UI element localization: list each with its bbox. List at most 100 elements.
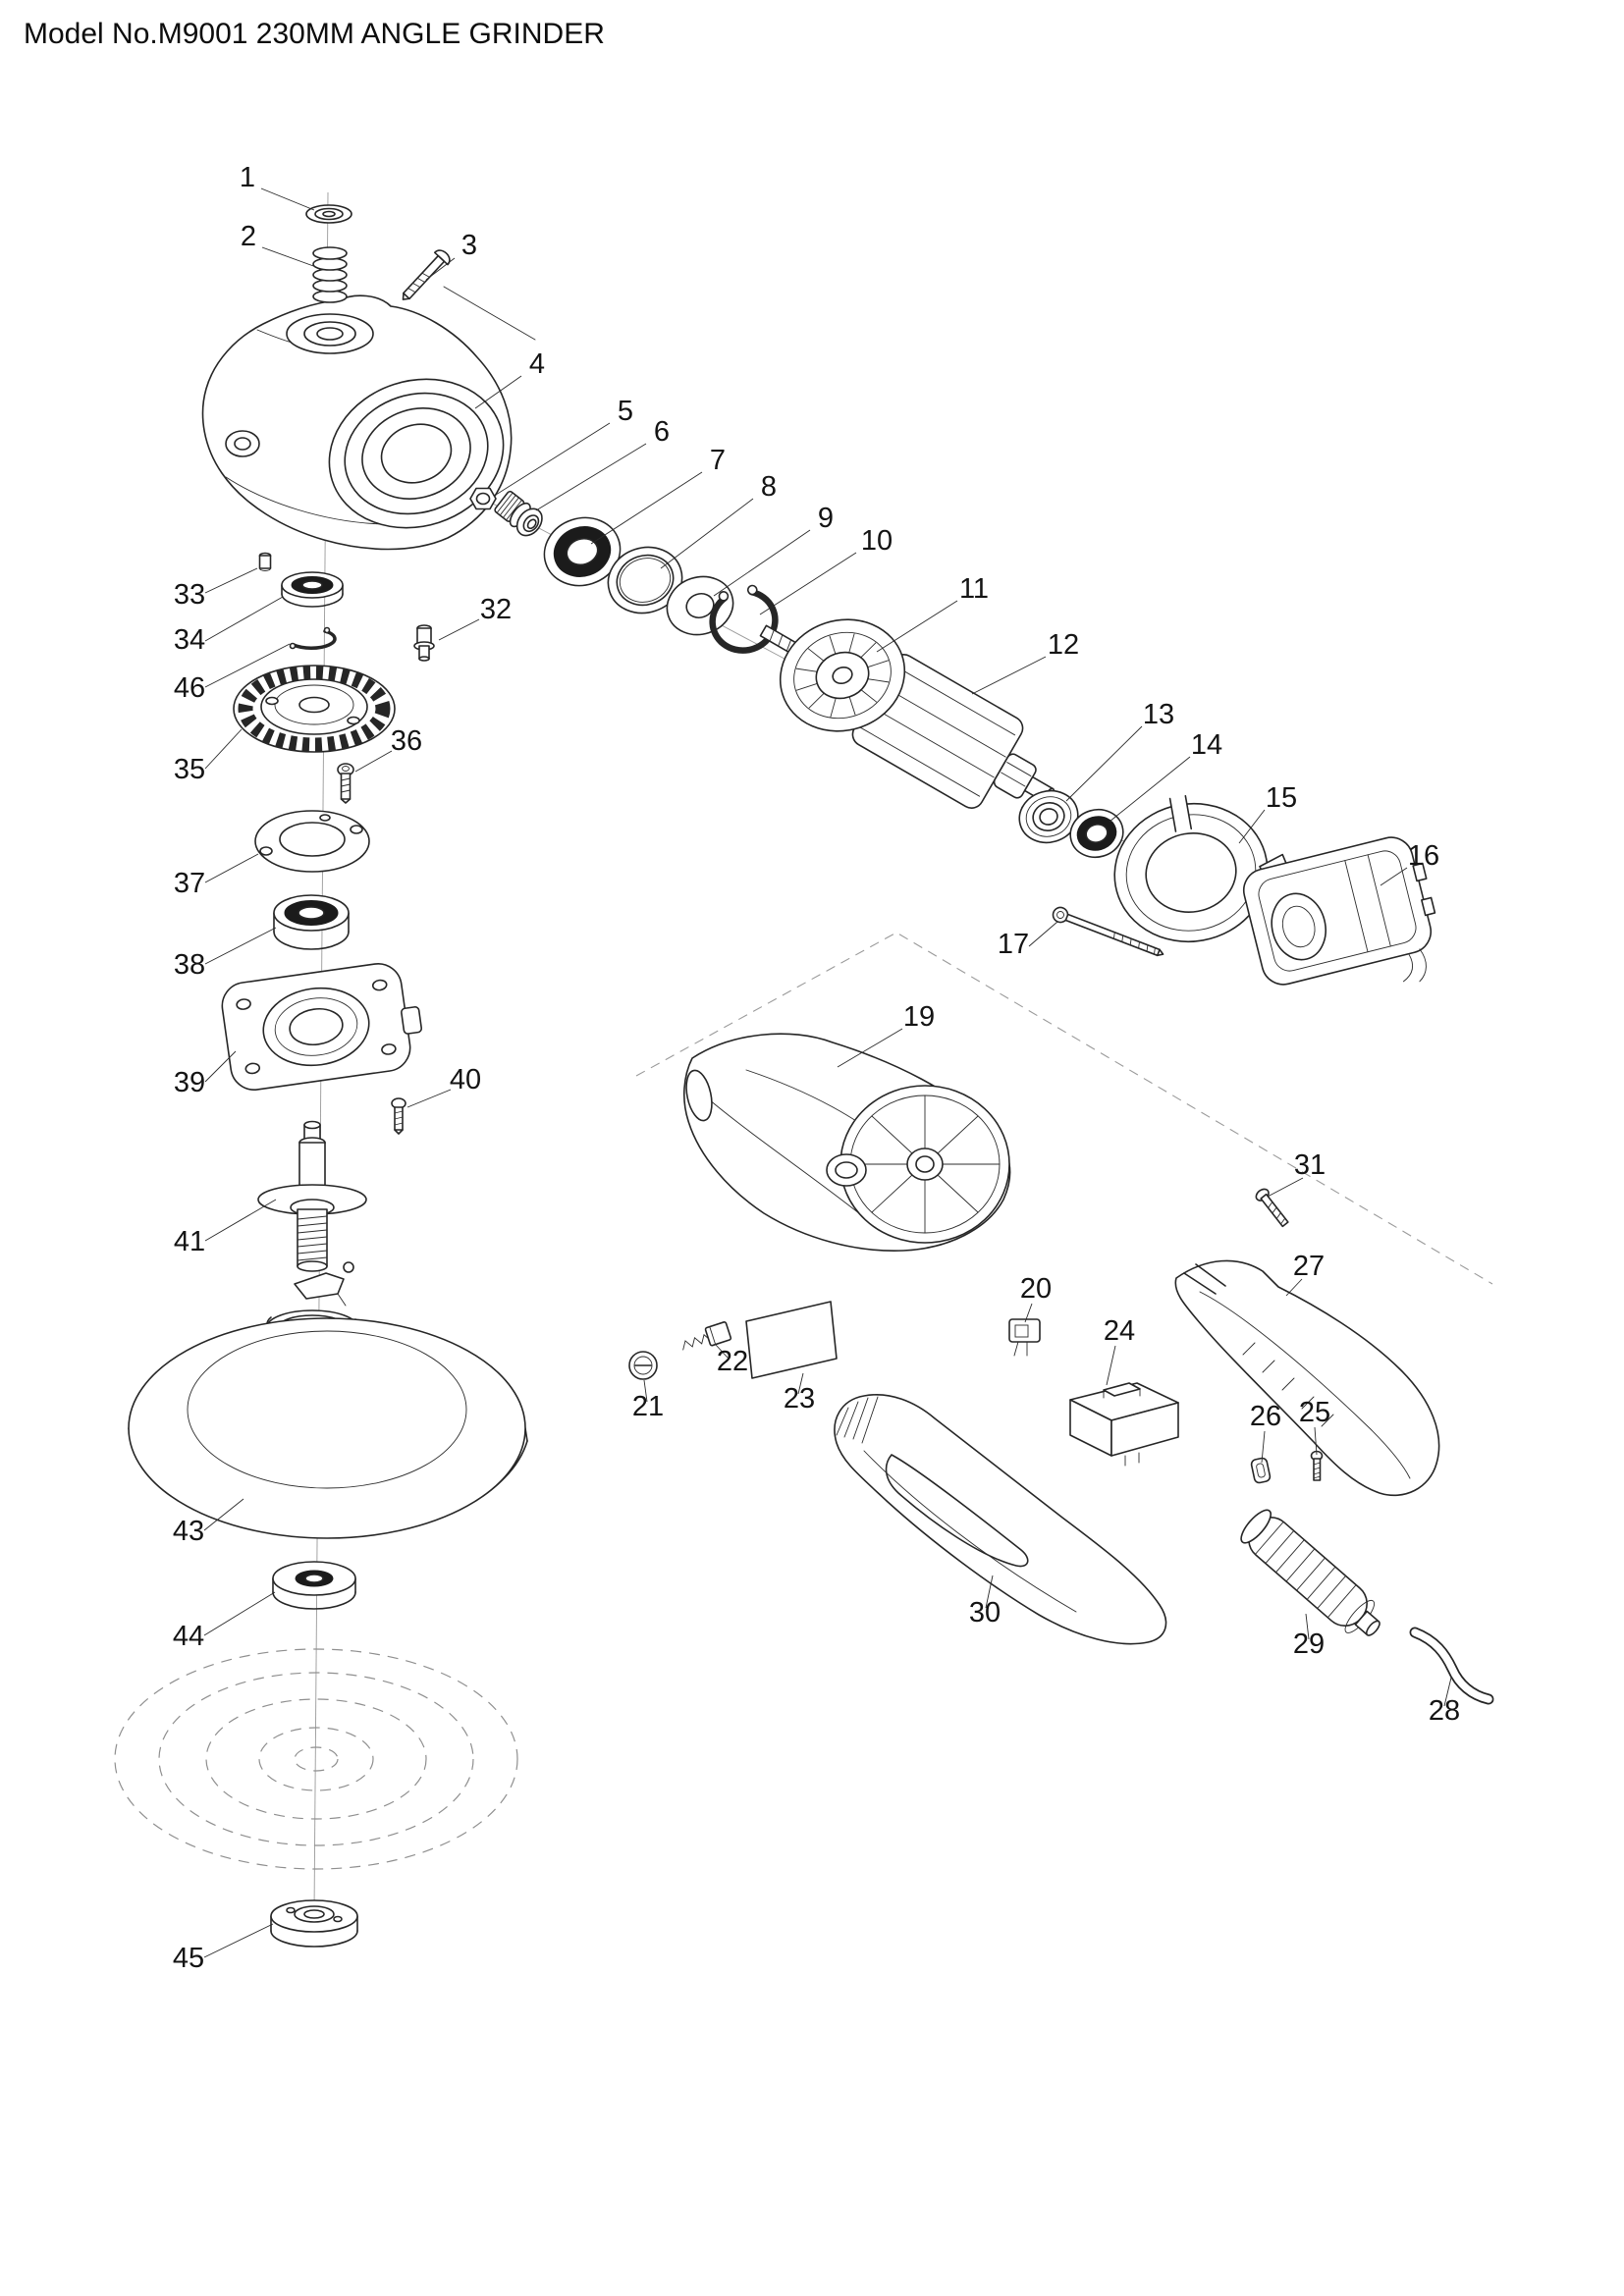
leader-line-25 bbox=[1314, 1426, 1318, 1456]
part-callout-12: 12 bbox=[1048, 629, 1079, 661]
leader-line-16 bbox=[1380, 867, 1408, 886]
leader-line-26 bbox=[1261, 1430, 1266, 1464]
part-callout-43: 43 bbox=[173, 1516, 204, 1547]
leader-line-4 bbox=[474, 375, 522, 409]
part-callout-46: 46 bbox=[174, 672, 205, 704]
part-callout-9: 9 bbox=[818, 503, 834, 534]
snap-ring-46-drawing bbox=[289, 626, 337, 650]
ball-bearing-7-drawing bbox=[543, 516, 622, 587]
part-callout-17: 17 bbox=[998, 929, 1029, 960]
leader-line-32 bbox=[438, 618, 480, 641]
part-callout-41: 41 bbox=[174, 1226, 205, 1257]
leader-line-46 bbox=[204, 643, 291, 688]
leader-line-7 bbox=[590, 471, 703, 545]
spring-drawing bbox=[312, 246, 348, 303]
leader-line-8 bbox=[660, 498, 754, 569]
screw-3-drawing bbox=[402, 249, 451, 300]
part-callout-33: 33 bbox=[174, 579, 205, 611]
part-callout-22: 22 bbox=[717, 1346, 748, 1377]
leader-line-21 bbox=[643, 1379, 648, 1403]
part-callout-34: 34 bbox=[174, 624, 205, 656]
part-callout-26: 26 bbox=[1250, 1401, 1281, 1432]
part-callout-35: 35 bbox=[174, 754, 205, 785]
part-callout-14: 14 bbox=[1191, 729, 1222, 761]
bearing-box-drawing bbox=[1113, 794, 1291, 943]
part-callout-45: 45 bbox=[173, 1943, 204, 1974]
leader-line-44 bbox=[203, 1591, 276, 1636]
shaft-lock-pin-drawing bbox=[413, 624, 435, 662]
part-callout-6: 6 bbox=[654, 416, 670, 448]
nameplate-drawing bbox=[745, 1301, 838, 1379]
bearing-retainer-drawing bbox=[221, 963, 423, 1091]
power-cord-drawing bbox=[1409, 1627, 1494, 1705]
leader-line-13 bbox=[1065, 725, 1143, 802]
cap-drawing bbox=[305, 204, 352, 224]
grinding-wheel-reference bbox=[114, 1648, 518, 1870]
page-title: Model No.M9001 230MM ANGLE GRINDER bbox=[24, 18, 605, 50]
part-callout-21: 21 bbox=[632, 1391, 664, 1422]
leader-line-2 bbox=[261, 246, 317, 268]
brush-cap-drawing bbox=[628, 1351, 658, 1380]
gear-housing-drawing bbox=[201, 294, 513, 551]
part-callout-40: 40 bbox=[450, 1064, 481, 1095]
leader-line-45 bbox=[203, 1923, 274, 1958]
part-callout-36: 36 bbox=[391, 725, 422, 757]
part-callout-15: 15 bbox=[1266, 782, 1297, 814]
part-callout-8: 8 bbox=[761, 471, 777, 503]
wheel-guard-drawing bbox=[128, 1261, 528, 1539]
switch-drawing bbox=[1069, 1382, 1179, 1467]
field-stator-drawing bbox=[1242, 836, 1436, 986]
part-callout-24: 24 bbox=[1104, 1315, 1135, 1347]
leader-line-37 bbox=[204, 853, 259, 883]
part-callout-27: 27 bbox=[1293, 1251, 1325, 1282]
ball-bearing-38-drawing bbox=[273, 894, 350, 950]
leader-line-14 bbox=[1109, 756, 1191, 823]
leader-line-9 bbox=[713, 529, 811, 597]
pinion-gear-drawing bbox=[494, 490, 543, 537]
leader-line-1 bbox=[260, 187, 315, 211]
part-callout-31: 31 bbox=[1294, 1149, 1326, 1181]
leader-line-27 bbox=[1285, 1278, 1303, 1297]
leader-line-43 bbox=[203, 1498, 244, 1531]
leader-line-19 bbox=[837, 1028, 903, 1068]
inner-flange-drawing bbox=[272, 1561, 356, 1610]
leader-line-6 bbox=[535, 443, 647, 511]
ring-8-drawing bbox=[607, 546, 683, 614]
part-callout-28: 28 bbox=[1429, 1695, 1460, 1727]
leader-line-22 bbox=[715, 1344, 729, 1359]
part-callout-39: 39 bbox=[174, 1067, 205, 1098]
screw-36-drawing bbox=[337, 763, 354, 804]
brush-holder-drawing bbox=[1008, 1318, 1041, 1357]
leader-line-36 bbox=[354, 750, 393, 773]
part-callout-30: 30 bbox=[969, 1597, 1001, 1629]
part-callout-5: 5 bbox=[618, 396, 633, 427]
flange-plate-drawing bbox=[254, 810, 370, 873]
leader-line-40 bbox=[406, 1089, 452, 1108]
bevel-gear-drawing bbox=[233, 665, 396, 753]
leader-line-31 bbox=[1267, 1177, 1304, 1198]
leader-line-28 bbox=[1443, 1677, 1452, 1707]
circlip-10-drawing bbox=[709, 584, 779, 654]
part-callout-11: 11 bbox=[959, 573, 989, 605]
leader-line-35 bbox=[204, 728, 243, 770]
spindle-drawing bbox=[257, 1120, 367, 1272]
part-callout-2: 2 bbox=[241, 221, 256, 252]
motor-housing-drawing bbox=[683, 1033, 1011, 1252]
leader-line-33 bbox=[204, 567, 258, 594]
part-callout-38: 38 bbox=[174, 949, 205, 981]
part-callout-23: 23 bbox=[784, 1383, 815, 1415]
screw-25-drawing bbox=[1310, 1450, 1324, 1481]
leader-line-20 bbox=[1024, 1303, 1033, 1323]
lock-nut-drawing bbox=[270, 1899, 358, 1948]
part-callout-3: 3 bbox=[461, 230, 477, 261]
leader-line-34 bbox=[204, 596, 284, 642]
leader-line-11 bbox=[876, 600, 958, 653]
part-callout-37: 37 bbox=[174, 868, 205, 899]
part-callout-16: 16 bbox=[1408, 840, 1439, 872]
part-callout-44: 44 bbox=[173, 1621, 204, 1652]
pin-33-drawing bbox=[258, 552, 272, 571]
part-callout-4: 4 bbox=[529, 348, 545, 380]
